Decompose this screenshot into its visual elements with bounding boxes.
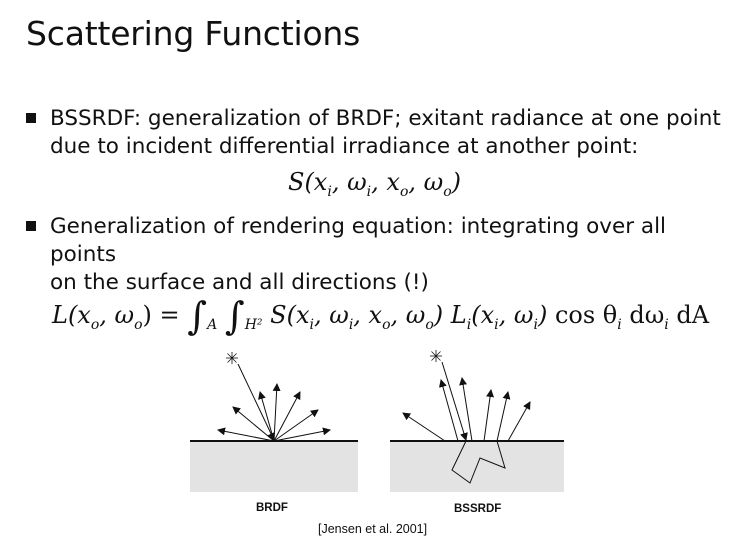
sun-icon [430, 350, 442, 362]
integral-sign-icon: ∫ [187, 294, 208, 338]
rendering-equation: L(xo, ωo) = ∫A ∫H² S(xi, ωi, xo, ωo) Li(… [52, 294, 710, 338]
citation: [Jensen et al. 2001] [318, 522, 428, 536]
scattering-figure [190, 350, 564, 492]
bullet-2-line-1: Generalization of rendering equation: in… [50, 214, 667, 267]
brdf-material-block [190, 441, 358, 492]
bullet-1-text: BSSRDF: generalization of BRDF; exitant … [50, 105, 730, 161]
bssrdf-subsurface-path [451, 440, 506, 484]
bullet-square-icon [26, 113, 36, 123]
bullet-2-line-2: on the surface and all directions (!) [50, 270, 429, 295]
bullet-2-text: Generalization of rendering equation: in… [50, 213, 730, 297]
brdf-caption: BRDF [256, 502, 288, 514]
bssrdf-equation: S(xi, ωi, xo, ωo) [288, 168, 462, 200]
bssrdf-diagram [390, 350, 564, 492]
bssrdf-exit-rays [402, 377, 531, 442]
brdf-diagram [190, 352, 358, 492]
bullet-1-line-1: BSSRDF: generalization of BRDF; exitant … [50, 106, 721, 131]
sun-icon [226, 352, 238, 364]
bullet-square-icon [26, 221, 36, 231]
bssrdf-caption: BSSRDF [454, 503, 502, 515]
slide-title: Scattering Functions [26, 14, 361, 53]
bssrdf-incident-ray [441, 361, 468, 441]
brdf-reflected-rays [217, 383, 331, 442]
brdf-incident-ray [237, 363, 275, 441]
integral-sign-icon: ∫ [224, 294, 245, 338]
bullet-1-line-2: due to incident differential irradiance … [50, 134, 639, 159]
